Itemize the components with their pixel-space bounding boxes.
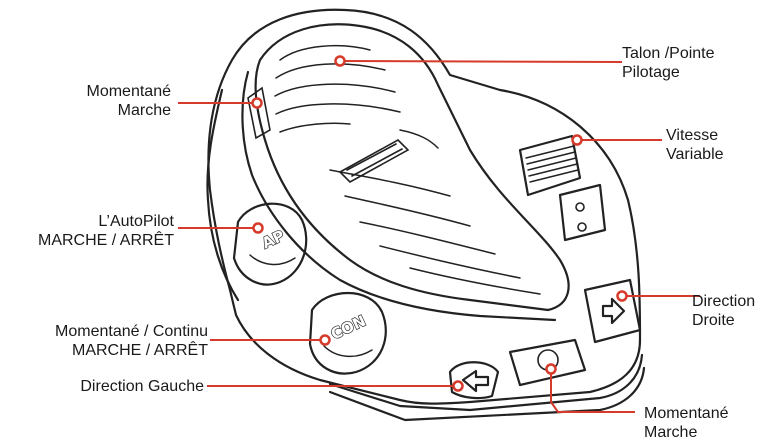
callout-leaders xyxy=(178,55,700,413)
label-momentary-top-line1: Momentané xyxy=(86,83,172,100)
label-direction-right-line1: Direction xyxy=(692,293,756,310)
dot-direction-left xyxy=(452,380,464,392)
label-direction-right: Direction Droite xyxy=(692,292,755,330)
brand-logo xyxy=(338,139,410,183)
svg-text:AP: AP xyxy=(259,227,287,253)
dot-autopilot xyxy=(252,222,264,234)
label-heel-toe-line2: Pilotage xyxy=(622,64,680,81)
label-momentary-bottom-line1: Momentané xyxy=(644,405,729,422)
con-button: CON xyxy=(308,291,387,375)
dot-heel-toe xyxy=(334,55,346,67)
speed-wheel xyxy=(518,134,607,242)
label-momentary-on-bottom: Momentané Marche xyxy=(644,404,729,442)
dot-momentary-continuous xyxy=(319,334,331,346)
dot-momentary-bottom xyxy=(545,363,557,375)
svg-text:CON: CON xyxy=(328,312,369,344)
label-variable-speed: Vitesse Variable xyxy=(666,126,724,164)
label-direction-left-line1: Direction Gauche xyxy=(80,378,204,395)
label-autopilot-line1: L’AutoPilot xyxy=(98,213,174,230)
label-variable-speed-line1: Vitesse xyxy=(666,127,719,144)
dot-variable-speed xyxy=(571,134,583,146)
label-momentary-continuous-line1: Momentané / Continu xyxy=(55,323,208,340)
pedal-body: AP CON xyxy=(206,8,646,422)
label-momentary-top-line2: Marche xyxy=(117,102,171,119)
dot-momentary-top xyxy=(251,97,263,109)
label-autopilot-line2: MARCHE / ARRÊT xyxy=(37,232,174,249)
label-variable-speed-line2: Variable xyxy=(666,146,724,163)
label-direction-left: Direction Gauche xyxy=(80,377,204,396)
dot-direction-right xyxy=(616,290,628,302)
label-momentary-bottom-line2: Marche xyxy=(644,424,698,441)
leader-momentary-bottom xyxy=(550,369,635,413)
label-heel-toe-line1: Talon /Pointe xyxy=(622,45,715,62)
leader-heel-toe xyxy=(339,60,623,63)
label-momentary-continuous: Momentané / Continu MARCHE / ARRÊT xyxy=(55,322,208,360)
label-momentary-on-top: Momentané Marche xyxy=(87,82,172,120)
label-heel-toe-steering: Talon /Pointe Pilotage xyxy=(622,44,715,82)
label-momentary-continuous-line2: MARCHE / ARRÊT xyxy=(71,342,208,359)
label-autopilot-on-off: L’AutoPilot MARCHE / ARRÊT xyxy=(38,212,174,250)
label-direction-right-line2: Droite xyxy=(692,312,735,329)
